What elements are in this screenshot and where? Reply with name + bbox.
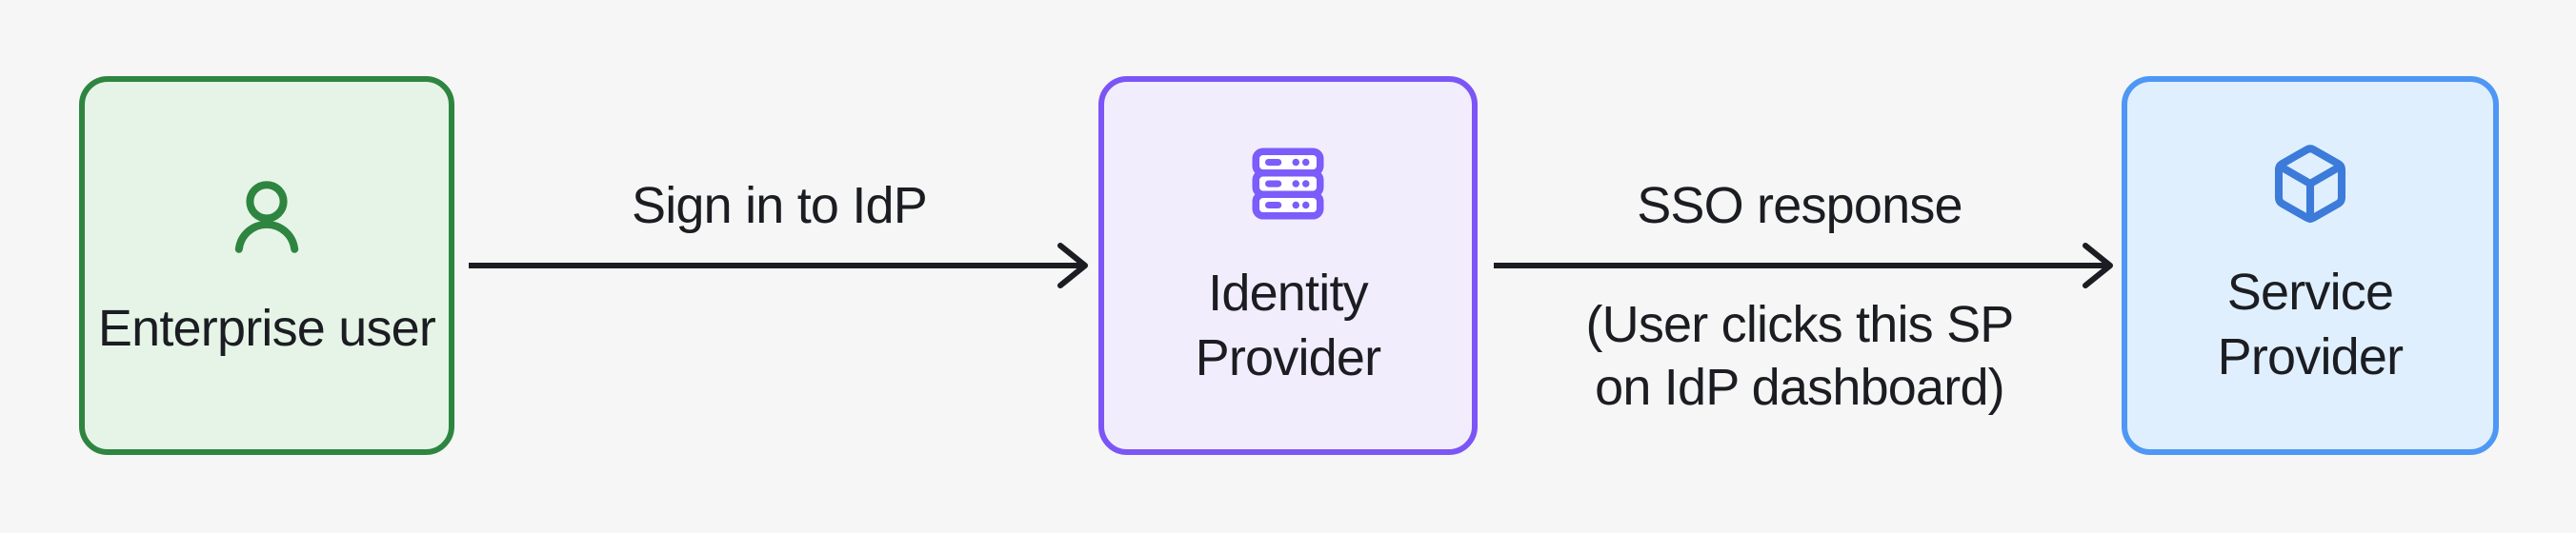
node-label: Identity Provider <box>1195 265 1381 386</box>
arrow-idp-to-sp <box>1494 243 2113 288</box>
edge-sublabel-line-1: (User clicks this SP <box>1585 296 2014 353</box>
edge-label-sign-in: Sign in to IdP <box>631 177 928 234</box>
node-service-provider: Service Provider <box>2122 76 2499 455</box>
node-label: Enterprise user <box>97 300 436 357</box>
edge-sublabel-line-2: on IdP dashboard) <box>1595 359 2005 416</box>
node-enterprise-user: Enterprise user <box>79 76 454 455</box>
user-icon <box>221 170 312 262</box>
arrow-enterprise-to-idp <box>469 243 1088 288</box>
node-label: Service Provider <box>2217 264 2404 385</box>
edge-label-sso-response: SSO response <box>1637 177 1962 234</box>
server-stack-icon <box>1245 141 1331 227</box>
cube-icon <box>2268 142 2352 226</box>
node-identity-provider: Identity Provider <box>1098 76 1478 455</box>
edge-sublabel-sso-response: (User clicks this SP on IdP dashboard) <box>1542 293 2057 419</box>
